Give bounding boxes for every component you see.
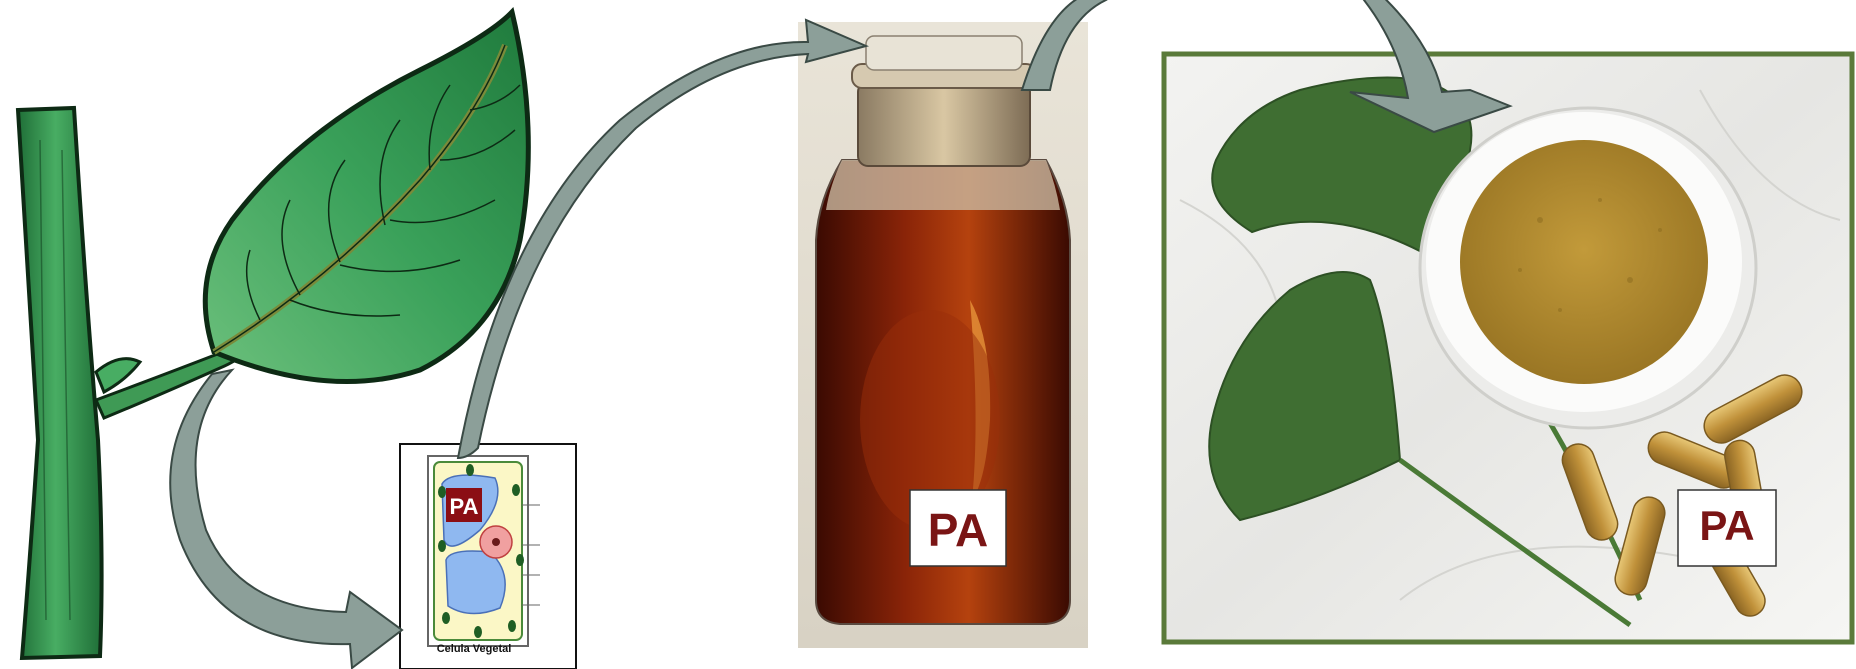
extract-jar-icon: PA (798, 22, 1088, 648)
pa-jar-label: PA (928, 504, 989, 556)
arrow-cell-to-jar (456, 18, 870, 460)
ginkgo-leaf-icon (1208, 271, 1632, 628)
plant-branch-icon (15, 6, 531, 661)
product-panel: PA (1161, 51, 1855, 645)
pa-cell-label: PA (450, 494, 479, 519)
pa-capsules-label: PA (1699, 502, 1754, 549)
powder-bowl-icon (1418, 106, 1758, 430)
cell-caption: Celula Vegetal (437, 643, 512, 655)
arrow-plant-to-cell (169, 368, 404, 669)
plant-cell-icon: PA Celula Vegetal (399, 443, 577, 669)
capsule-icon (1561, 374, 1803, 617)
arrow-jar-to-product (1020, 0, 1513, 134)
